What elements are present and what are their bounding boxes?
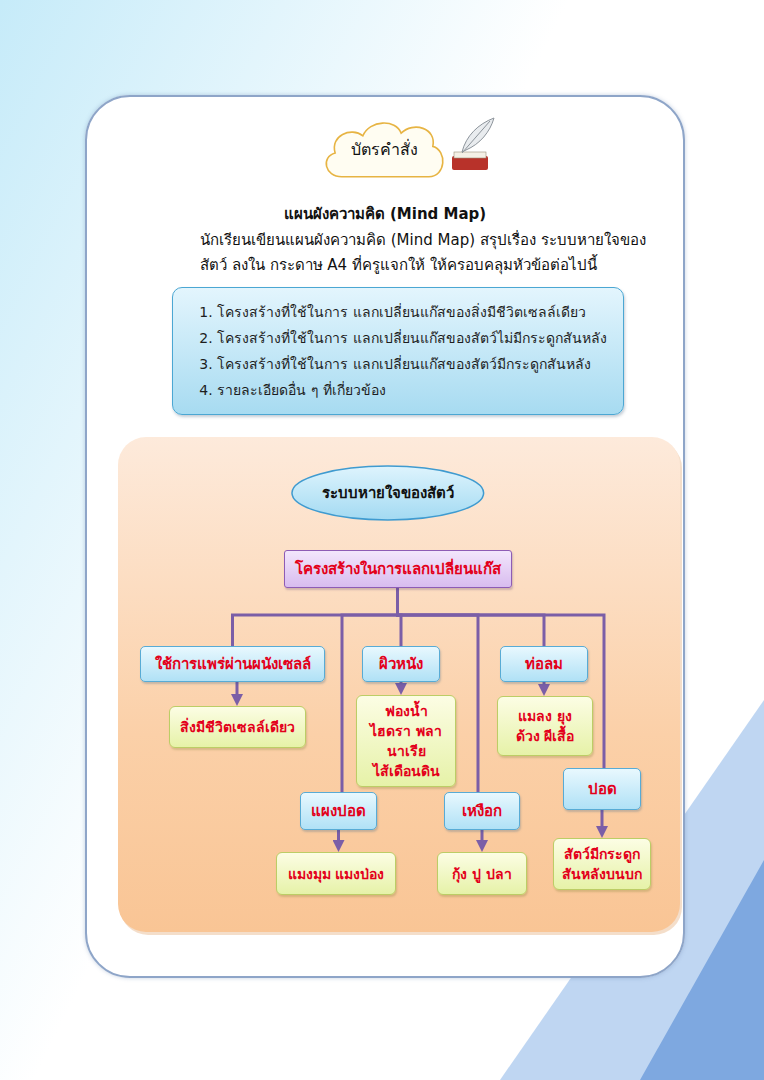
instruction-text: นักเรียนเขียนแผนผังความคิด (Mind Map) สร… xyxy=(200,228,670,278)
connector-line xyxy=(398,588,545,646)
connector-line xyxy=(543,682,546,690)
list-item: 1. โครงสร้างที่ใช้ในการ แลกเปลี่ยนแก๊สขอ… xyxy=(199,299,585,325)
topic-list-box: 1. โครงสร้างที่ใช้ในการ แลกเปลี่ยนแก๊สขอ… xyxy=(172,287,623,415)
quill-feather xyxy=(462,118,494,152)
example-box: ฟองน้ำ ไฮดรา พลานาเรีย ไส้เดือนดิน xyxy=(356,695,456,787)
connector-line xyxy=(601,810,604,832)
structure-text: ปอด xyxy=(588,777,617,801)
topic-ellipse: ระบบหายใจของสัตว์ xyxy=(290,465,486,521)
example-text: ฟองน้ำ ไฮดรา พลานาเรีย ไส้เดือนดิน xyxy=(363,701,449,781)
structure-text: ใช้การแพร่ผ่านผนังเซลล์ xyxy=(155,652,311,676)
connector-line xyxy=(236,682,239,700)
structure-text: เหงือก xyxy=(462,799,502,823)
example-text: แมงมุม แมงป่อง xyxy=(288,864,385,884)
connector-line xyxy=(233,588,398,646)
example-text: สัตว์มีกระดูกสันหลังบนบก xyxy=(560,844,644,884)
topic-text: ระบบหายใจของสัตว์ xyxy=(322,481,454,505)
title-cloud: บัตรคำสั่ง xyxy=(318,116,450,182)
example-box: กุ้ง ปู ปลา xyxy=(437,852,527,895)
example-box: สัตว์มีกระดูกสันหลังบนบก xyxy=(553,838,651,890)
card-heading: แผนผังความคิด (Mind Map) xyxy=(87,202,683,226)
instruction-card: บัตรคำสั่ง 1. โครงสร้างที่ใช้ในการ แลกเปล… xyxy=(85,95,685,978)
structure-box: ใช้การแพร่ผ่านผนังเซลล์ xyxy=(140,646,325,682)
list-item: 4. รายละเอียดอื่น ๆ ที่เกี่ยวข้อง xyxy=(199,377,386,403)
example-text: แมลง ยุง ด้วง ผีเสื้อ xyxy=(504,706,586,746)
book-pages xyxy=(454,152,486,158)
connector-line xyxy=(337,830,340,846)
card-ground xyxy=(85,95,685,978)
quill-shaft xyxy=(462,121,490,153)
example-text: กุ้ง ปู ปลา xyxy=(452,864,512,884)
structure-box: ท่อลม xyxy=(500,646,588,682)
cloud-shape xyxy=(326,123,443,177)
structure-text: แผงปอด xyxy=(311,799,366,823)
example-box: แมลง ยุง ด้วง ผีเสื้อ xyxy=(497,696,593,756)
structure-text: ท่อลม xyxy=(525,652,563,676)
example-box: สิ่งมีชีวิตเซลล์เดียว xyxy=(169,706,306,748)
structure-text: ผิวหนัง xyxy=(379,652,423,676)
list-item: 2. โครงสร้างที่ใช้ในการ แลกเปลี่ยนแก๊สขอ… xyxy=(199,325,606,351)
structure-box: แผงปอด xyxy=(300,792,377,830)
mindmap-panel xyxy=(118,437,680,932)
structure-box: เหงือก xyxy=(444,792,520,830)
list-item: 3. โครงสร้างที่ใช้ในการ แลกเปลี่ยนแก๊สขอ… xyxy=(199,351,590,377)
example-text: สิ่งมีชีวิตเซลล์เดียว xyxy=(180,717,295,737)
cloud-title: บัตรคำสั่ง xyxy=(351,137,418,162)
structure-box: ผิวหนัง xyxy=(362,646,440,682)
structure-box: ปอด xyxy=(563,768,641,810)
category-box: โครงสร้างในการแลกเปลี่ยนแก๊ส xyxy=(284,550,512,588)
example-box: แมงมุม แมงป่อง xyxy=(276,852,396,895)
ellipse-shape xyxy=(292,466,484,520)
connector-line xyxy=(400,682,403,689)
category-text: โครงสร้างในการแลกเปลี่ยนแก๊ส xyxy=(295,557,501,581)
connector-line xyxy=(481,830,484,846)
book-quill-icon xyxy=(452,118,494,170)
